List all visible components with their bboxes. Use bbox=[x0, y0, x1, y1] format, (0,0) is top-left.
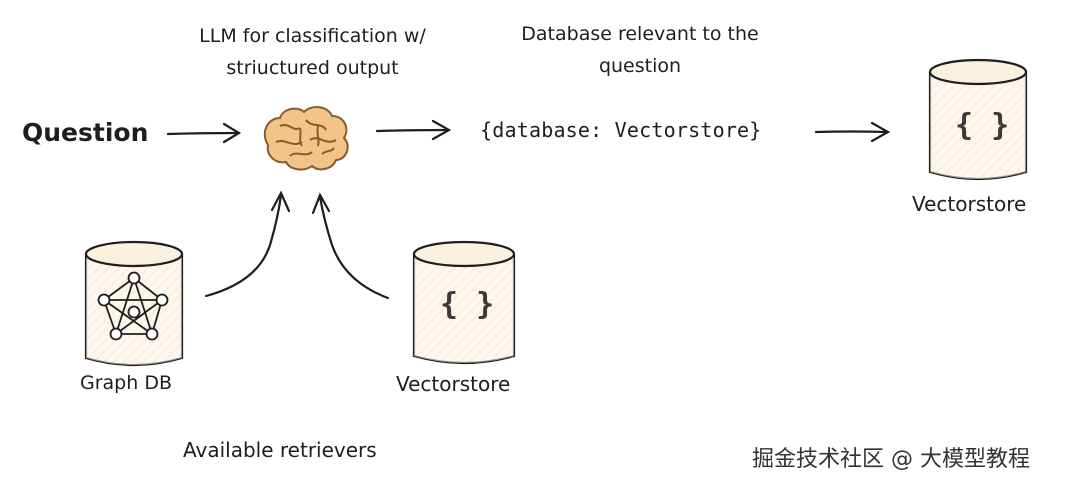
output-json-label: {database: Vectorstore} bbox=[480, 118, 762, 142]
llm-classification-note: LLM for classification w/ striuctured ou… bbox=[199, 25, 426, 79]
database-relevant-note: Database relevant to the question bbox=[521, 23, 759, 77]
arrow-json-to-vectorstore bbox=[814, 121, 891, 143]
vectorstore-mid-cylinder bbox=[412, 240, 516, 365]
graph-db-label: Graph DB bbox=[80, 372, 172, 394]
graph-network-icon bbox=[97, 271, 169, 341]
arrow-llm-to-json bbox=[375, 119, 452, 141]
available-retrievers-caption: Available retrievers bbox=[183, 438, 377, 462]
json-braces-icon: { } bbox=[440, 287, 495, 322]
vectorstore-right-cylinder bbox=[928, 58, 1028, 181]
vectorstore-mid-label: Vectorstore bbox=[396, 372, 511, 396]
vectorstore-right-label: Vectorstore bbox=[912, 192, 1027, 216]
brain-icon bbox=[263, 106, 349, 171]
question-label: Question bbox=[22, 118, 149, 147]
watermark: 掘金技术社区 @ 大模型教程 bbox=[752, 447, 1030, 472]
arrow-question-to-llm bbox=[166, 122, 242, 144]
arrow-vectorstore-to-llm bbox=[311, 192, 390, 300]
json-braces-icon: { } bbox=[955, 108, 1010, 143]
arrow-graphdb-to-llm bbox=[204, 190, 291, 298]
